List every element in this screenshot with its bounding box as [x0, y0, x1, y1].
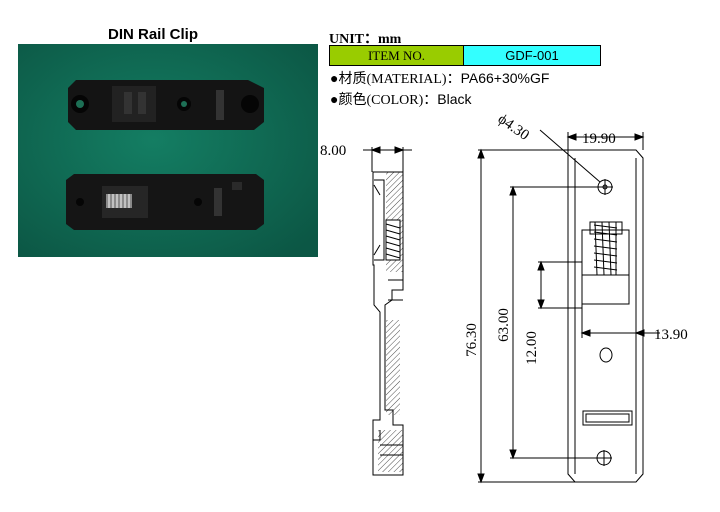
dim-hole-diameter: ϕ4.30: [495, 111, 532, 144]
clip-top-view: [68, 80, 264, 130]
side-view: [363, 146, 412, 476]
color-label: 颜色(COLOR): [338, 93, 424, 108]
item-no-value: GDF-001: [463, 45, 601, 66]
dim-front-width: 19.90: [582, 131, 616, 147]
front-dimensions: [477, 132, 660, 484]
spec-table: ITEM NO. GDF-001: [329, 45, 601, 66]
bullet-icon: ●: [330, 91, 339, 107]
dim-side-width: 8.00: [320, 143, 346, 159]
dim-slider-width: 13.90: [654, 327, 688, 343]
color-value: ：Black: [423, 91, 472, 107]
dim-total-length: 76.30: [464, 323, 480, 357]
page-title: DIN Rail Clip: [108, 26, 199, 43]
front-view: [539, 129, 644, 483]
item-no-label: ITEM NO.: [329, 45, 464, 66]
clip-bottom-view: [66, 174, 264, 230]
dim-hole-spacing: 63.00: [496, 308, 512, 342]
dim-slot-length: 12.00: [524, 331, 540, 365]
product-photo: [18, 44, 318, 257]
technical-drawing: 8.00: [320, 111, 688, 484]
material-label: 材质(MATERIAL): [338, 72, 447, 87]
unit-label: UNIT：mm: [329, 32, 402, 47]
color-line: ●颜色(COLOR)：Black: [330, 89, 471, 109]
material-line: ●材质(MATERIAL)：PA66+30%GF: [330, 68, 549, 88]
material-value: ：PA66+30%GF: [446, 70, 550, 86]
bullet-icon: ●: [330, 70, 339, 86]
